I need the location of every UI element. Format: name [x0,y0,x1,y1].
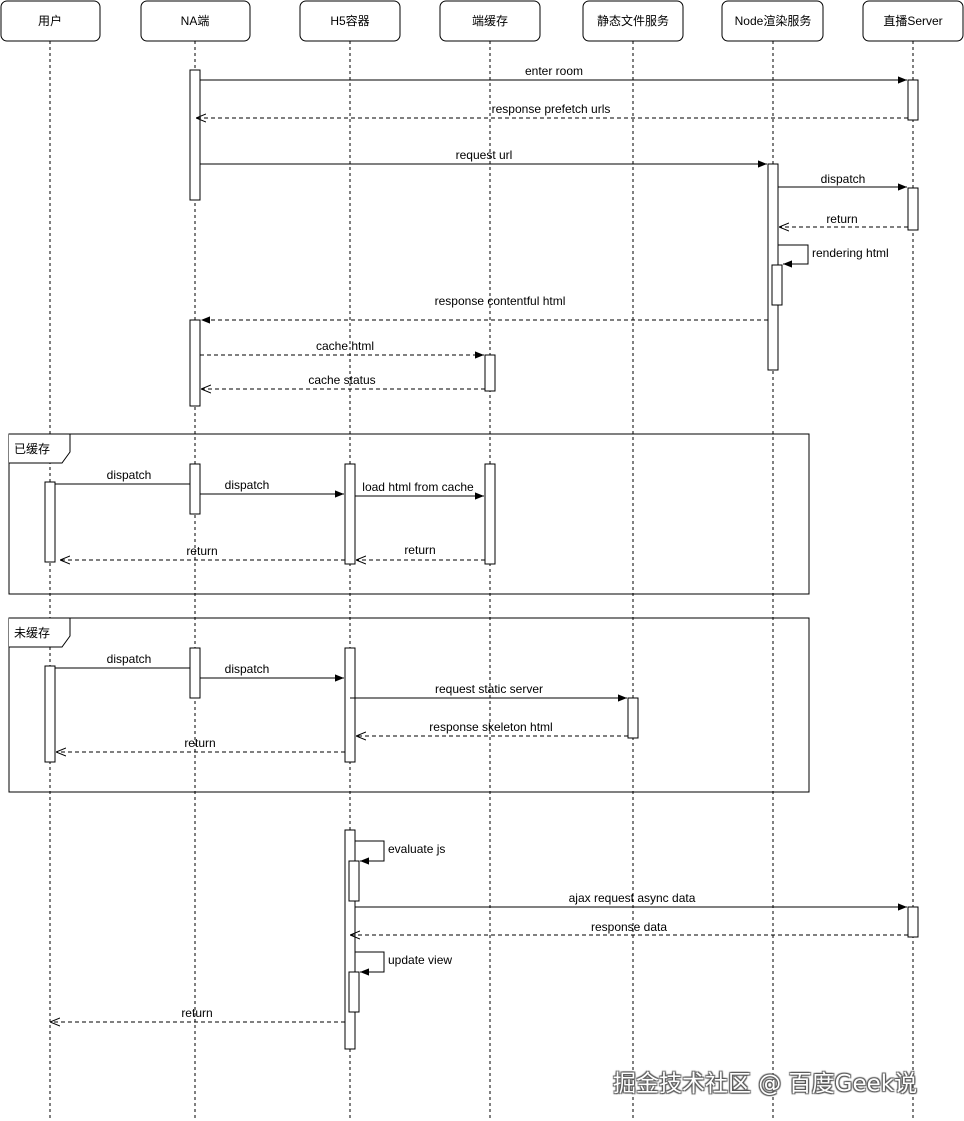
participant-label: H5容器 [330,13,369,28]
message-label: response skeleton html [429,720,552,734]
activation-bar [627,697,639,739]
fragment-label: 已缓存 [14,442,50,456]
participant-label: 用户 [38,13,62,28]
activation-bar [484,354,496,392]
activation-bar [189,69,201,201]
message-label: response prefetch urls [492,102,611,116]
message-label: return [184,736,215,750]
activation-bar [189,647,201,699]
activation-bar [44,665,56,763]
activation-bar [907,906,919,938]
message-arrows [50,76,908,1022]
participant-label: 端缓存 [472,14,508,28]
participant-label: 静态文件服务 [597,13,669,28]
fragment-label: 未缓存 [14,626,50,640]
lifelines [49,41,914,1121]
message-label: evaluate js [388,842,445,856]
message-label: enter room [525,64,583,78]
participant-static: 静态文件服务 [582,0,684,42]
participant-node: Node渲染服务 [721,0,824,42]
message-label: load html from cache [362,480,474,494]
activation-bar [344,463,356,565]
activation-bar [348,971,360,1013]
activation-bar [348,860,360,902]
fragment-uncached: 未缓存 [8,617,810,793]
message-label: request static server [435,682,543,696]
activation-bar [907,79,919,121]
activation-bar [44,481,56,563]
participant-h5: H5容器 [299,0,401,42]
message-label: ajax request async data [569,891,696,905]
activation-bar [771,264,783,306]
message-label: rendering html [812,246,889,260]
activation-bar [484,463,496,565]
message-label: response data [591,920,667,934]
message-label: cache html [316,339,374,353]
participant-label: NA端 [181,14,210,28]
participant-label: Node渲染服务 [735,13,812,28]
message-labels: enter room response prefetch urls reques… [107,64,889,1020]
message-label: return [181,1006,212,1020]
message-label: dispatch [225,662,270,676]
participants: 用户 NA端 H5容器 端缓存 静态文件服务 Node渲染服务 直播Server [0,0,964,42]
message-label: response contentful html [435,294,566,308]
fragment-cached: 已缓存 [8,433,810,595]
participant-user: 用户 [0,0,101,42]
message-label: update view [388,953,452,967]
participant-live: 直播Server [862,0,964,42]
message-label: return [404,543,435,557]
watermark: 掘金技术社区 @ 百度Geek说 [613,1071,918,1097]
message-label: dispatch [107,652,152,666]
self-message-arrow [778,244,809,268]
message-label: return [186,544,217,558]
message-label: dispatch [225,478,270,492]
message-label: request url [456,148,513,162]
message-label: dispatch [107,468,152,482]
message-label: dispatch [821,172,866,186]
participant-na: NA端 [140,0,251,42]
activation-bar [344,647,356,763]
activations [44,69,919,1050]
participant-cache: 端缓存 [439,0,541,42]
self-message-arrow [355,951,385,976]
message-label: cache status [308,373,375,387]
participant-label: 直播Server [883,14,942,28]
activation-bar [189,463,201,515]
activation-bar [189,319,201,407]
activation-bar [907,187,919,231]
self-message-arrow [355,840,385,865]
message-label: return [826,212,857,226]
activation-bar [344,829,356,1050]
